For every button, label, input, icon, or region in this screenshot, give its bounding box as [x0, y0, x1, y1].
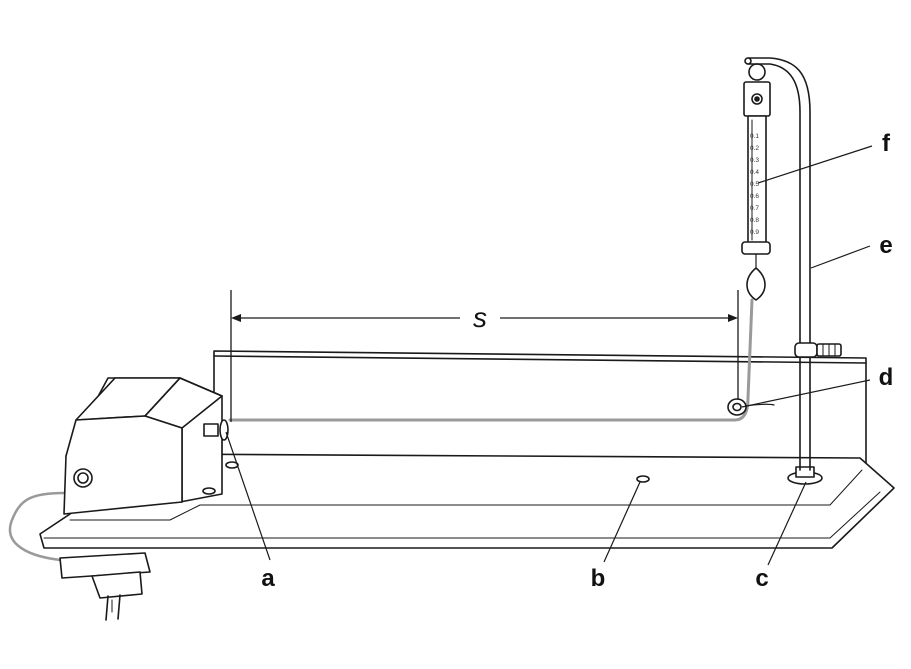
scale-tick: 0.7	[750, 205, 759, 212]
scale-tick: 0.4	[750, 169, 759, 176]
scale-tick: 0.8	[750, 217, 759, 224]
scale-tick: 0.3	[750, 157, 759, 164]
label-a: a	[261, 565, 275, 592]
power-cable	[8, 491, 72, 564]
motor-housing	[63, 377, 223, 515]
stand-rod-e	[744, 57, 811, 471]
distance-label: s	[473, 302, 487, 333]
label-f: f	[882, 130, 891, 157]
scale-tick: 0.5	[750, 181, 759, 188]
hole-b	[636, 475, 650, 483]
scale-ticks: 0.1 0.2 0.3 0.4 0.5 0.6 0.7 0.8 0.9	[750, 133, 759, 236]
label-b: b	[591, 565, 606, 592]
spring-scale-f	[741, 63, 771, 301]
scale-tick: 0.2	[750, 145, 759, 152]
label-e: e	[879, 232, 892, 259]
switch-knob	[73, 468, 93, 488]
scale-tick: 0.6	[750, 193, 759, 200]
label-d: d	[879, 364, 894, 391]
rod-clamp	[794, 342, 842, 358]
string	[228, 298, 754, 422]
label-c: c	[755, 565, 768, 592]
scale-tick: 0.1	[750, 133, 759, 140]
scale-tick: 0.9	[750, 229, 759, 236]
plate-feet	[202, 461, 239, 495]
power-plug	[59, 552, 151, 621]
motor-axle	[203, 419, 229, 459]
distance-marker	[230, 290, 739, 422]
leader-lines	[225, 145, 873, 566]
